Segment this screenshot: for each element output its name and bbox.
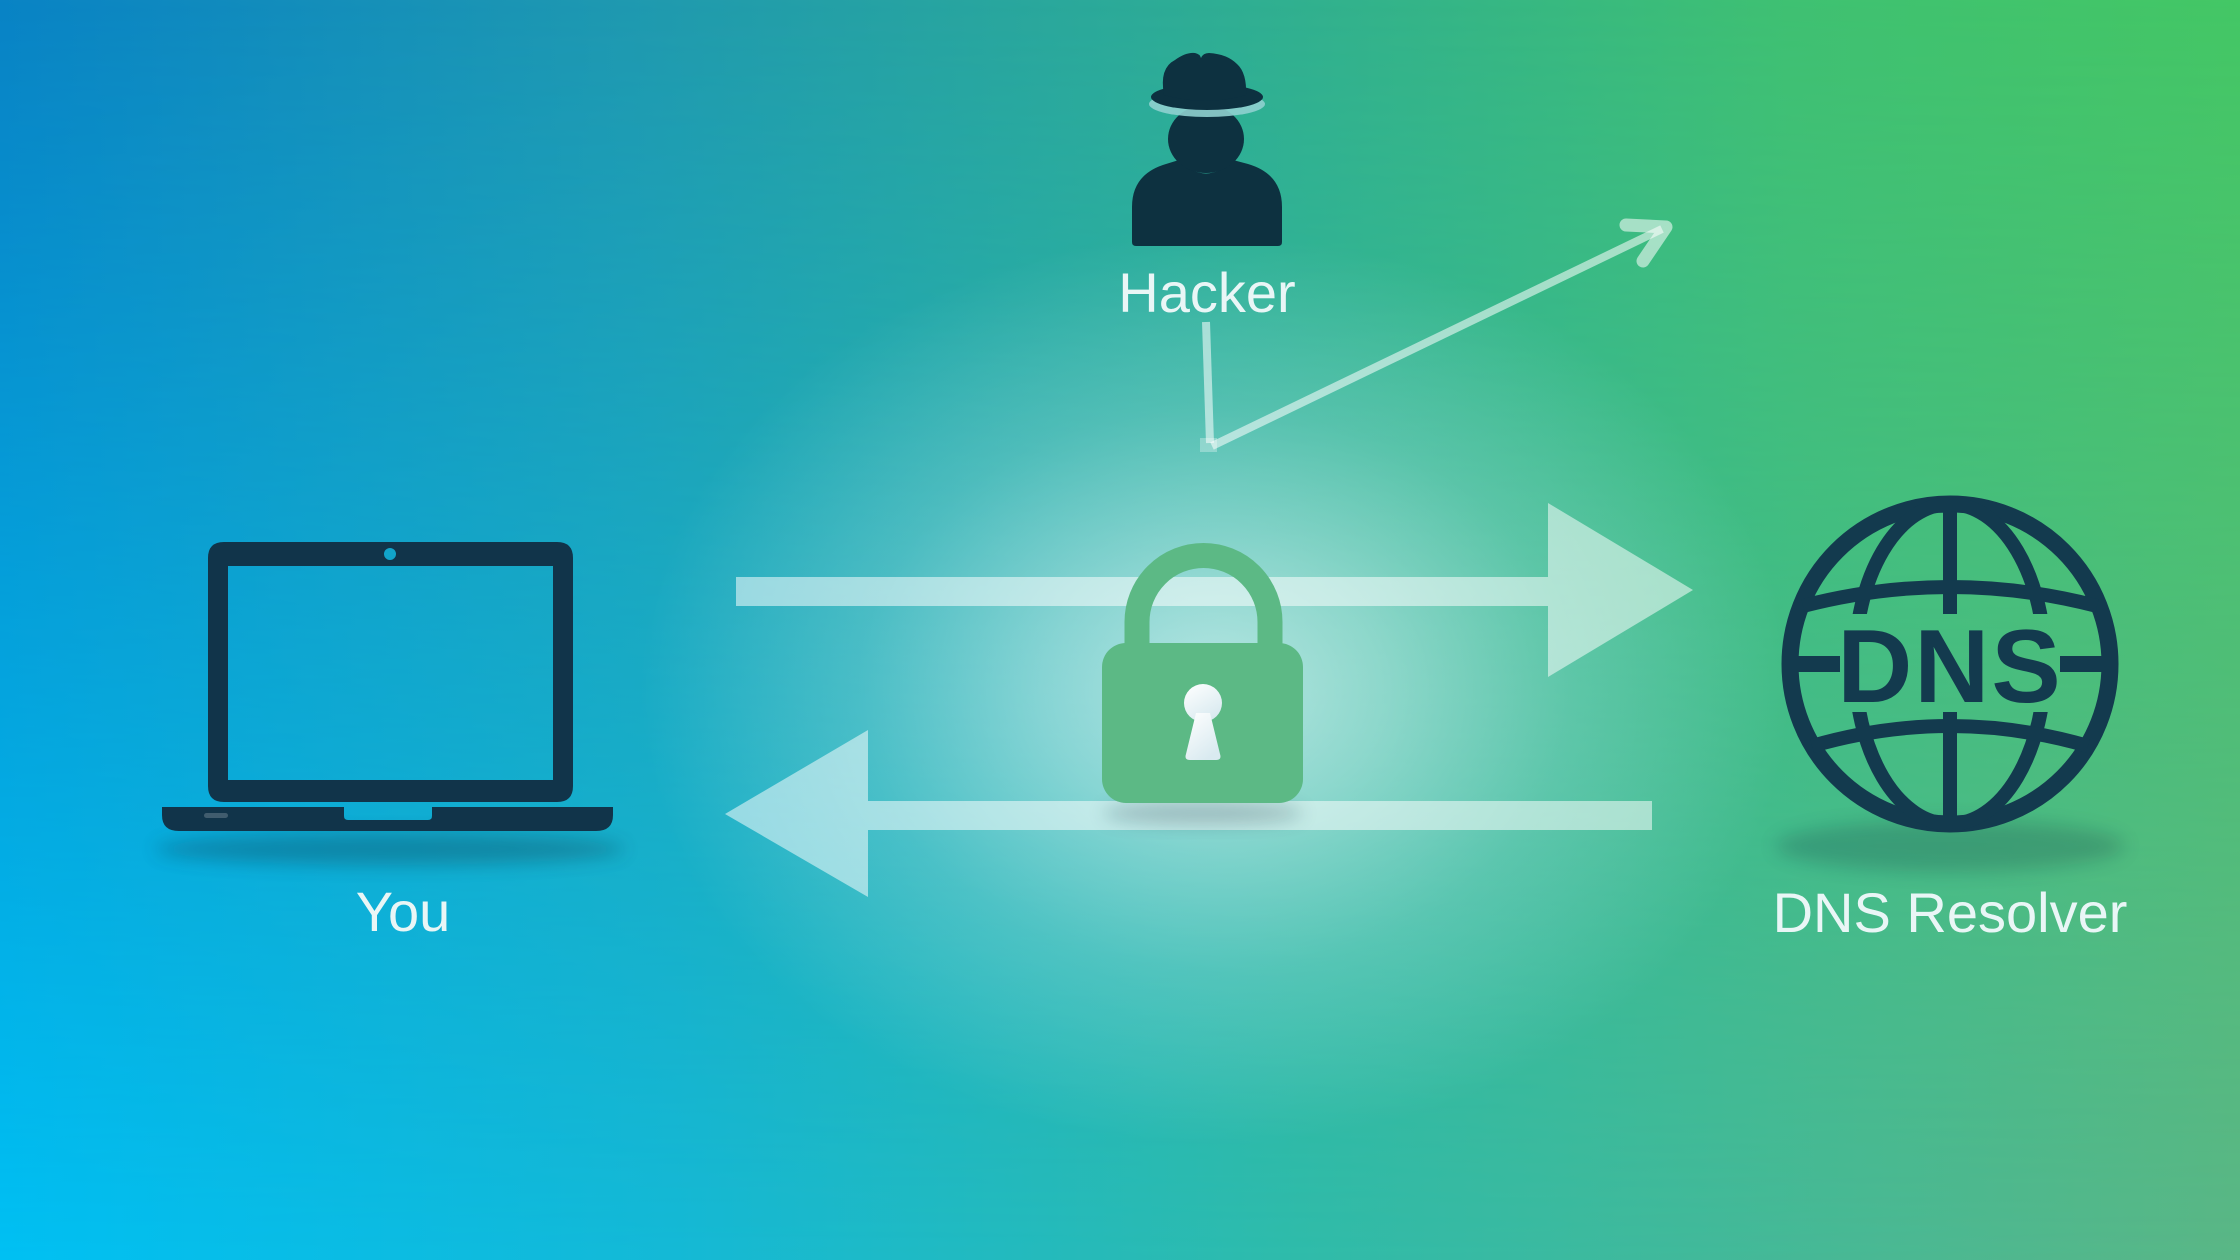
dns-globe-icon: DNS [1781,495,2119,833]
padlock-shackle [1124,543,1283,650]
padlock-icon [1102,543,1303,825]
hat-crown [1162,52,1247,101]
laptop-icon [162,542,613,831]
hacker-deflect-line [1210,225,1664,450]
globe-parallel-upper [1801,580,2099,613]
globe-dns-text: DNS [1837,609,2063,725]
bounce-highlight [1200,438,1217,452]
padlock-shadow [1103,801,1303,825]
globe-parallel-lower [1810,719,2090,753]
request-arrow [736,503,1693,677]
resolver-label: DNS Resolver [1773,881,2128,944]
hacker-torso [1132,160,1282,246]
hacker-label: Hacker [1118,261,1295,324]
laptop-shadow [155,833,625,865]
hacker-probe-line [1202,321,1214,444]
globe-meridians [1848,497,2052,831]
keyhole-icon [1184,684,1222,760]
hacker-blocked-arrow [1202,218,1673,450]
client-label: You [356,880,451,943]
globe-shadow [1775,820,2125,872]
hacker-head [1168,105,1244,173]
spy-person-icon [1132,52,1282,246]
deflect-arrowhead-icon [1619,218,1673,268]
